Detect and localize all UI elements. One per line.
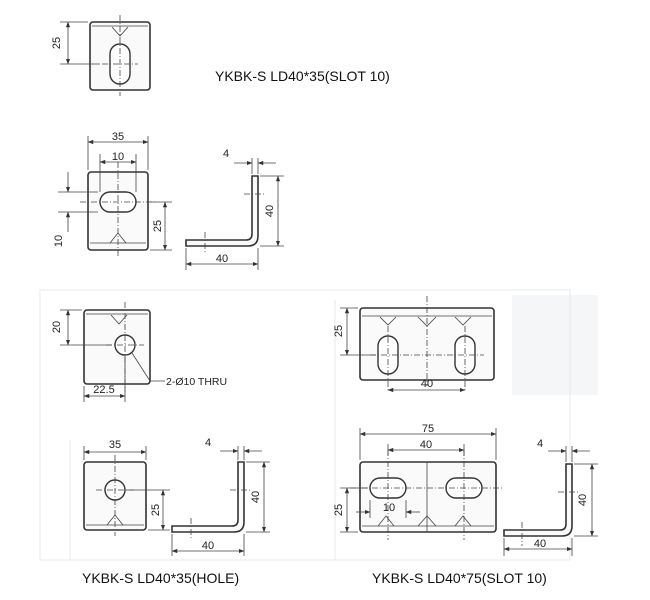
background-ghost-lines [39,289,598,561]
dim-wide-side-4: 4 [537,438,543,450]
slot-40x35-top-view [60,15,151,96]
dim-hole-side-4: 4 [205,437,211,449]
dim-wide-side-40w: 40 [534,538,546,550]
dim-slot-width-35: 35 [112,131,124,143]
dim-slot-side-40w: 40 [216,253,228,265]
dim-hole-top-20: 20 [51,321,63,333]
hole-40x35-front-view [83,446,170,536]
slot-40x75-side-view [503,446,598,556]
dim-hole-right-25: 25 [150,504,162,516]
slot-40x75-front-view [340,428,504,540]
slot-40x35-front-view [58,136,172,258]
hole-40x35-top-view [60,302,165,402]
dim-slot-width-10: 10 [112,151,124,163]
dim-hole-width-35: 35 [109,439,121,451]
title-slot-40x35: YKBK-S LD40*35(SLOT 10) [215,68,390,84]
title-hole-40x35: YKBK-S LD40*35(HOLE) [82,570,239,586]
dim-hole-side-40h: 40 [250,491,262,503]
hole-40x35-side-view [171,446,270,556]
dim-wide-side-40h: 40 [577,494,589,506]
dim-slot-right-25: 25 [152,220,164,232]
dim-wide-40: 40 [420,439,432,451]
dim-wide-10: 10 [383,502,395,514]
dim-wide-top-25: 25 [333,325,345,337]
dim-top-25: 25 [51,37,63,49]
dim-hole-side-40w: 40 [202,540,214,552]
title-slot-40x75: YKBK-S LD40*75(SLOT 10) [372,570,547,586]
dim-hole-22-5: 22.5 [93,384,114,396]
dim-wide-75: 75 [422,423,434,435]
dim-slot-side-40h: 40 [264,205,276,217]
slot-40x75-top-view [340,296,495,393]
slot-40x35-side-view [185,158,284,270]
dim-wide-left-25: 25 [333,504,345,516]
dim-slot-left-10: 10 [53,235,65,247]
dim-slot-side-4: 4 [223,148,229,160]
dim-wide-top-40: 40 [421,378,433,390]
hole-callout-note: 2-Ø10 THRU [166,376,227,388]
